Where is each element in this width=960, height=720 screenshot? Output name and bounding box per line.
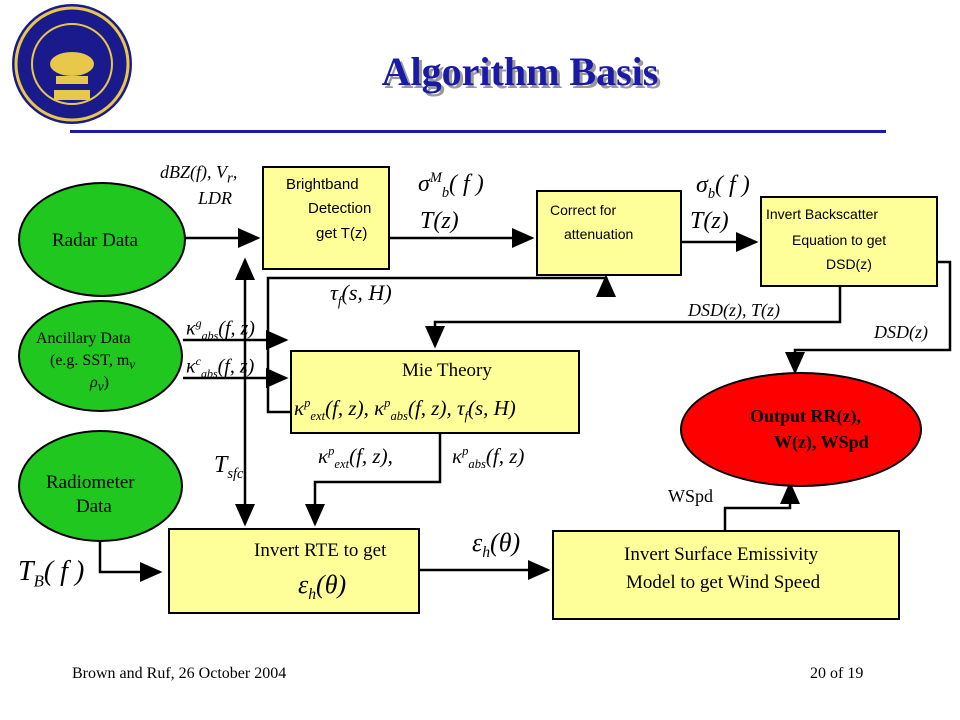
correct-attenuation-box: Correct for attenuation bbox=[536, 190, 682, 276]
invert-backscatter-line3: DSD(z) bbox=[826, 256, 872, 272]
ancillary-line2: (e.g. SST, mv bbox=[50, 352, 136, 373]
arrow-backscatter-to-mie bbox=[425, 287, 842, 349]
dsd-t-label: DSD(z), T(z) bbox=[688, 300, 780, 320]
dbz-label-line2: LDR bbox=[198, 188, 233, 208]
correct-line1: Correct for bbox=[550, 202, 617, 218]
arrow-mie-to-rte bbox=[305, 434, 442, 527]
invert-backscatter-line2: Equation to get bbox=[792, 232, 887, 248]
brightband-line3: get T(z) bbox=[316, 225, 368, 242]
ancillary-line3: ρv) bbox=[90, 374, 109, 395]
sigma-b-equation: σb( f ) bbox=[696, 172, 750, 202]
brightband-line2: Detection bbox=[308, 200, 372, 217]
invert-rte-box: Invert RTE to get εh(θ) bbox=[168, 528, 420, 614]
arrow-surface-to-output bbox=[723, 481, 800, 530]
radiometer-data-oval: Radiometer Data bbox=[18, 430, 183, 542]
arrow-radiometer-to-rte bbox=[98, 530, 163, 582]
radar-data-label: Radar Data bbox=[52, 230, 138, 251]
invert-rte-epsilon: εh(θ) bbox=[298, 570, 347, 604]
radar-data-oval: Radar Data bbox=[18, 182, 186, 297]
invert-backscatter-box: Invert Backscatter Equation to get DSD(z… bbox=[760, 196, 938, 287]
mie-theory-label: Mie Theory bbox=[402, 360, 492, 381]
dbz-label-line1: dBZ(f), Vr, bbox=[160, 162, 238, 187]
university-seal-logo bbox=[10, 2, 134, 126]
footer-author-date: Brown and Ruf, 26 October 2004 bbox=[72, 665, 287, 682]
brightband-line1: Brightband bbox=[286, 176, 359, 193]
slide-title: Algorithm Basis bbox=[381, 49, 659, 94]
output-line1: Output RR(z), bbox=[750, 406, 861, 426]
dsd-label: DSD(z) bbox=[874, 322, 928, 342]
kappa-g-abs-equation: κgabs(f, z) bbox=[186, 316, 255, 343]
invert-surface-line2: Model to get Wind Speed bbox=[626, 572, 821, 593]
ancillary-line1: Ancillary Data bbox=[36, 330, 131, 347]
wspd-label: WSpd bbox=[668, 486, 713, 506]
t-sfc-equation: Tsfc bbox=[214, 452, 244, 482]
t-z-equation-1: T(z) bbox=[420, 208, 459, 234]
sigma-m-equation: σMb( f ) bbox=[418, 170, 484, 201]
arrow-backscatter-to-output bbox=[785, 260, 952, 375]
invert-surface-emissivity-box: Invert Surface Emissivity Model to get W… bbox=[552, 530, 900, 620]
mie-theory-equation: κpext(f, z), κpabs(f, z), τf(s, H) bbox=[294, 396, 516, 424]
invert-rte-label: Invert RTE to get bbox=[254, 540, 387, 561]
invert-surface-line1: Invert Surface Emissivity bbox=[624, 544, 819, 565]
tau-equation: τf(s, H) bbox=[330, 280, 392, 309]
ancillary-data-oval: Ancillary Data (e.g. SST, mv ρv) bbox=[18, 300, 183, 412]
invert-backscatter-line1: Invert Backscatter bbox=[766, 206, 879, 222]
output-line2: W(z), WSpd bbox=[774, 432, 869, 452]
mie-theory-box: Mie Theory κpext(f, z), κpabs(f, z), τf(… bbox=[290, 350, 580, 434]
radiometer-line1: Radiometer bbox=[46, 472, 135, 493]
title-rule bbox=[70, 130, 886, 133]
kappa-ext-equation: κpext(f, z), bbox=[318, 444, 393, 472]
output-oval: Output RR(z), W(z), WSpd bbox=[680, 372, 922, 487]
tb-equation: TB( f ) bbox=[18, 556, 85, 591]
epsilon-equation: εh(θ) bbox=[472, 528, 521, 562]
t-z-equation-2: T(z) bbox=[690, 208, 729, 234]
kappa-abs-equation: κpabs(f, z) bbox=[452, 444, 525, 472]
kappa-c-abs-equation: κcabs(f, z) bbox=[186, 354, 255, 381]
radiometer-line2: Data bbox=[76, 496, 112, 517]
correct-line2: attenuation bbox=[564, 226, 634, 242]
footer-page-number: 20 of 19 bbox=[810, 665, 864, 682]
brightband-box: Brightband Detection get T(z) bbox=[262, 166, 390, 270]
